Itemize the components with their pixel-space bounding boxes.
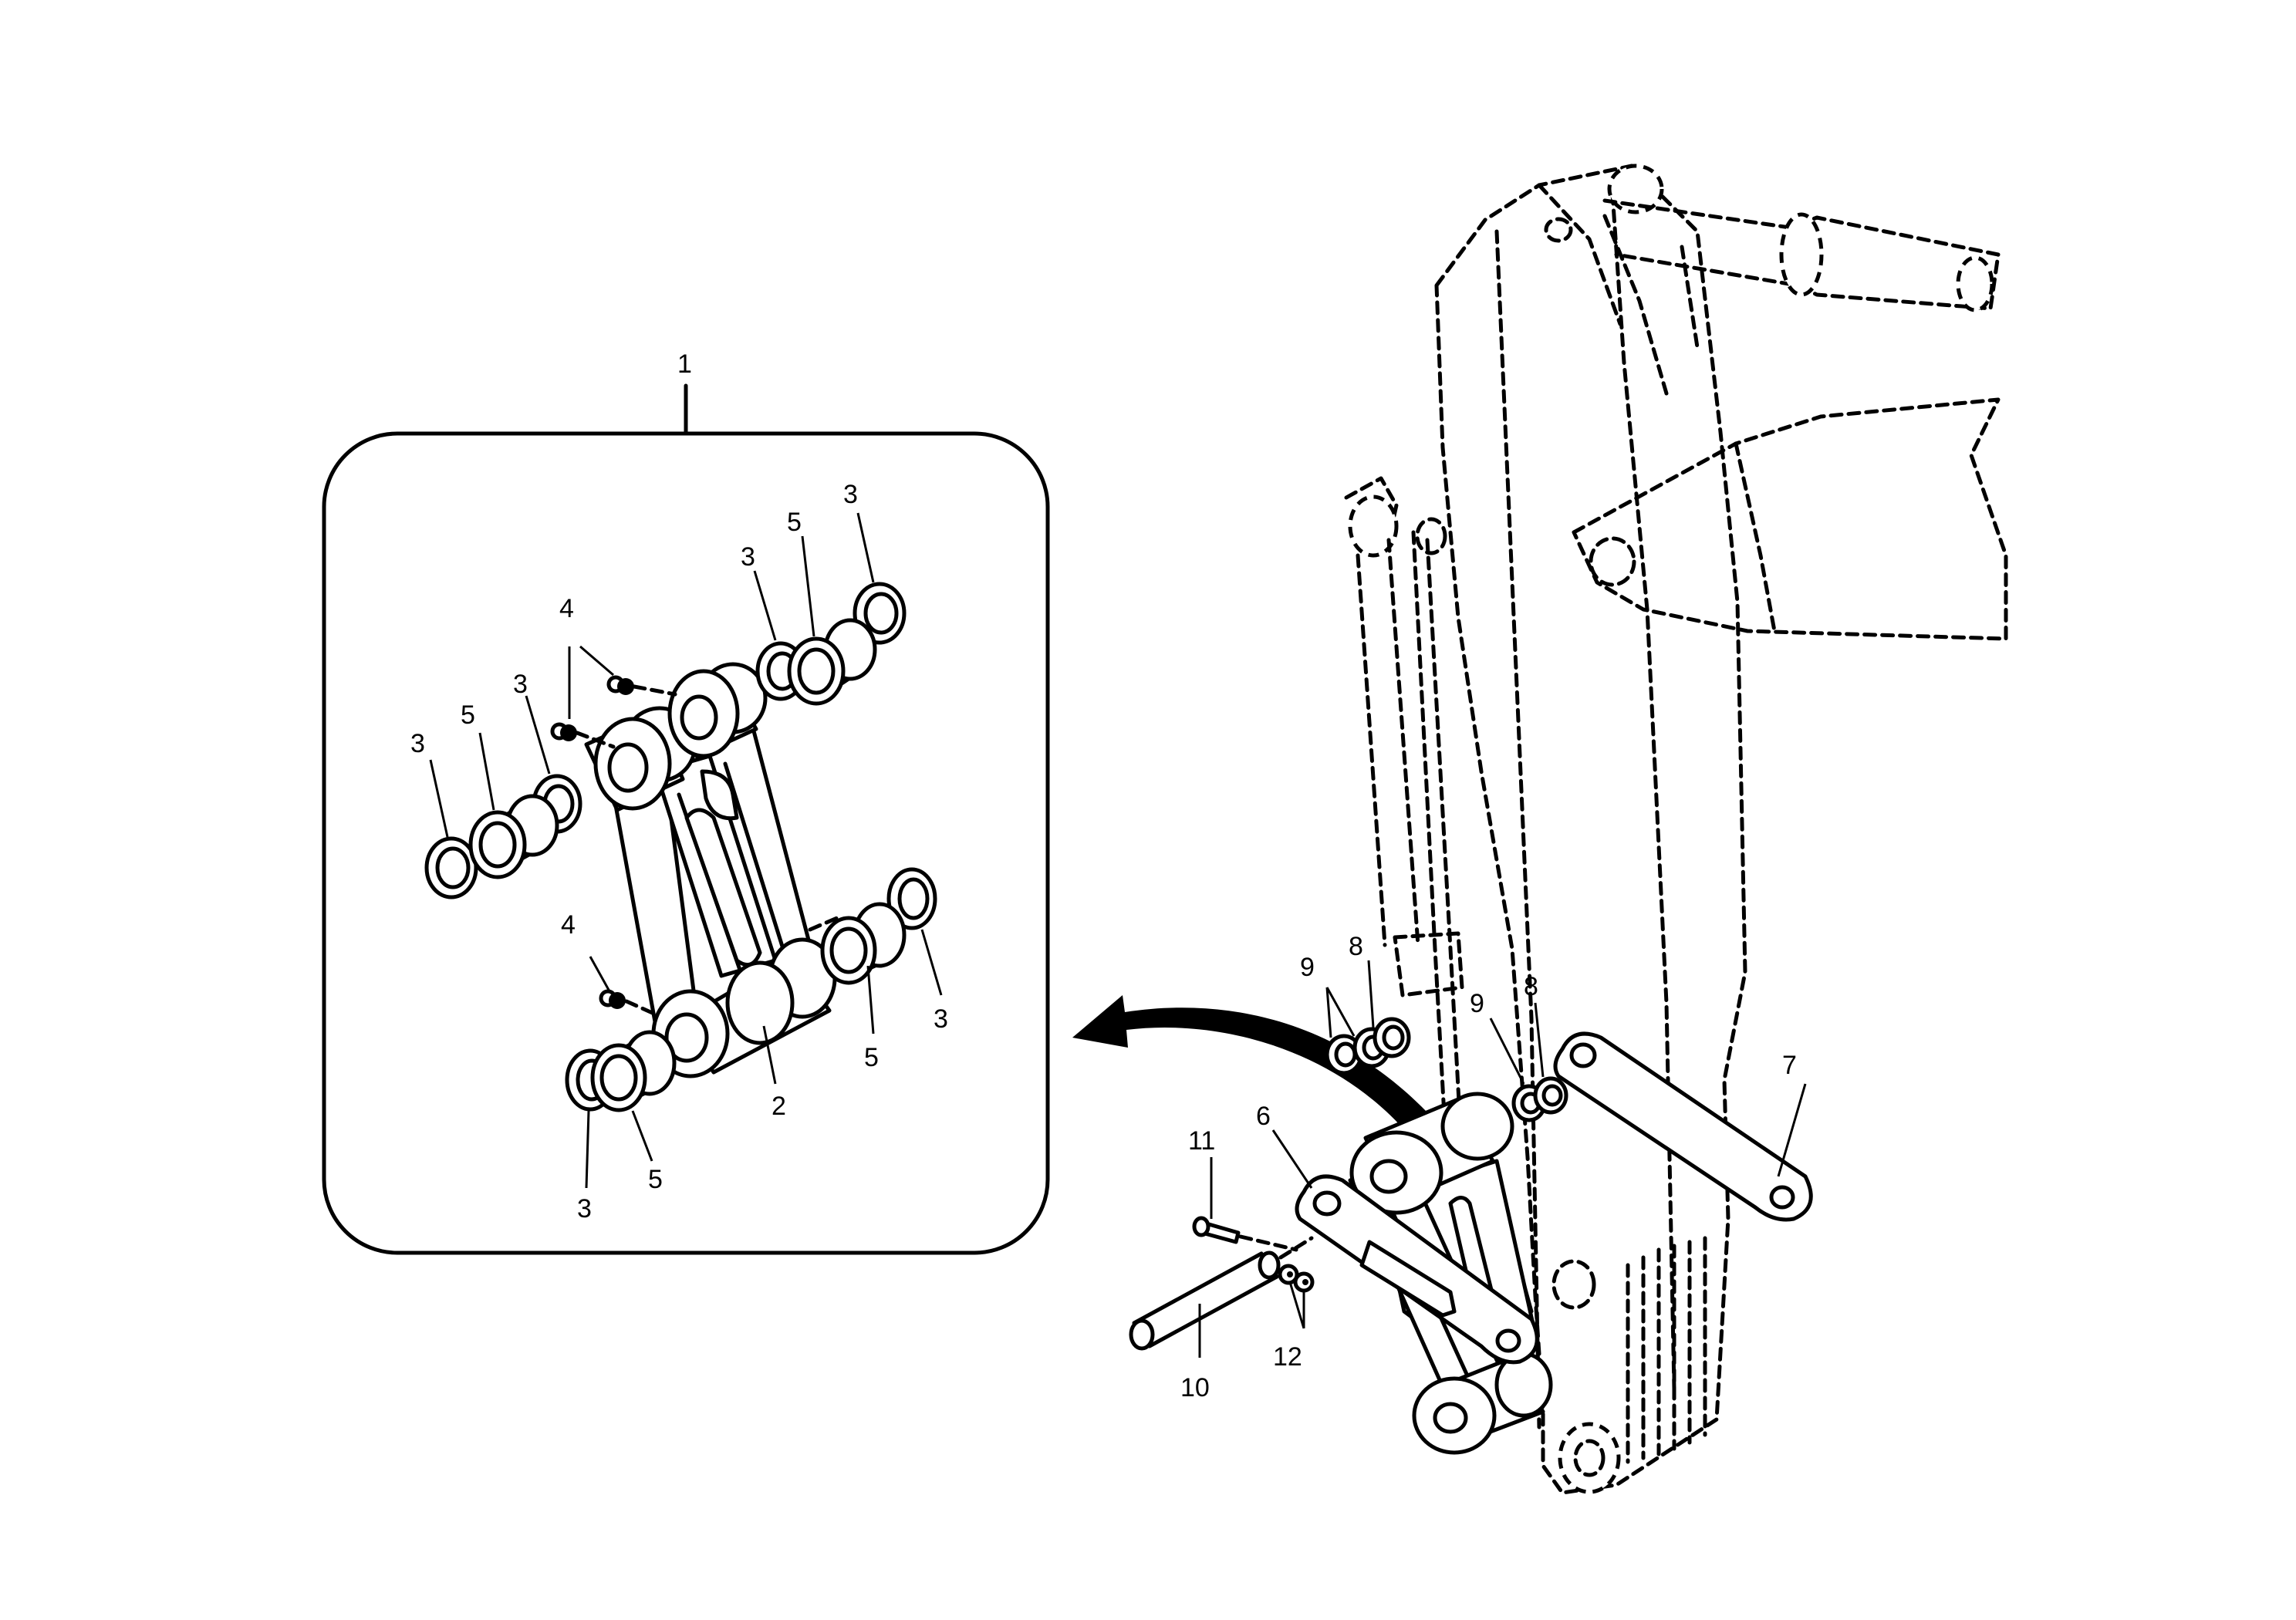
callout-9: 9 <box>1470 989 1484 1018</box>
callout-3: 3 <box>577 1194 592 1223</box>
callout-6: 6 <box>1256 1102 1271 1131</box>
callout-3: 3 <box>410 729 425 758</box>
callout-7: 7 <box>1782 1051 1797 1080</box>
callout-5: 5 <box>787 508 802 537</box>
nut-icon <box>1278 1264 1315 1293</box>
pin-icon <box>1129 1236 1314 1351</box>
callout-4: 4 <box>561 910 576 940</box>
callout-8: 8 <box>1349 932 1363 961</box>
callout-5: 5 <box>648 1165 663 1194</box>
callout-5: 5 <box>461 700 475 730</box>
callout-3: 3 <box>843 480 858 509</box>
callout-4: 4 <box>559 594 574 623</box>
bolt-icon <box>1192 1216 1298 1252</box>
callout-12: 12 <box>1273 1342 1302 1372</box>
link-plate-right <box>1553 1031 1813 1222</box>
callout-3: 3 <box>934 1004 948 1034</box>
callout-10: 10 <box>1180 1373 1210 1402</box>
arm-top-pivot <box>1607 164 1664 214</box>
callout-3: 3 <box>741 542 755 572</box>
leader-lines <box>429 512 1807 1358</box>
callout-2: 2 <box>772 1092 786 1121</box>
callout-labels: 1 2 3 3 3 3 3 3 4 4 5 5 5 5 6 7 8 8 9 9 … <box>410 349 1797 1402</box>
callout-11: 11 <box>1188 1126 1215 1156</box>
callout-3: 3 <box>513 670 528 699</box>
washer-icon <box>1325 1017 1568 1122</box>
callout-5: 5 <box>864 1043 879 1072</box>
h-link-assembly <box>584 662 837 1078</box>
callout-1: 1 <box>677 349 692 379</box>
bushing-icon <box>468 618 907 1112</box>
callout-9: 9 <box>1300 953 1315 982</box>
callout-8: 8 <box>1524 972 1538 1001</box>
